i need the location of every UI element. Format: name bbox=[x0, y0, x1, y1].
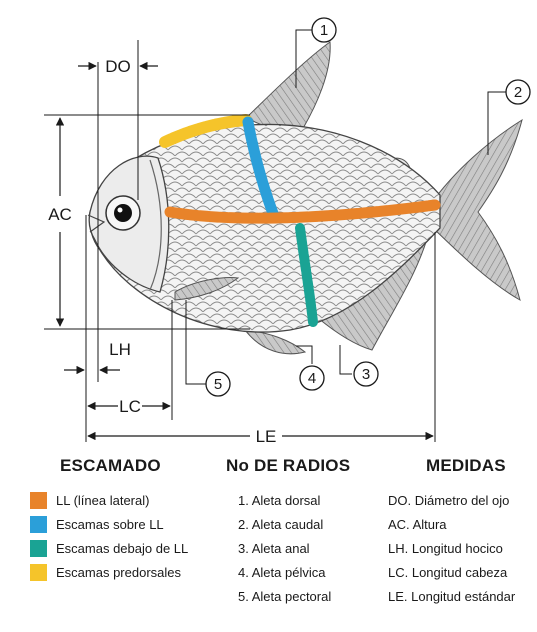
above-ll-swatch bbox=[30, 515, 47, 533]
lc-label: LC bbox=[119, 397, 141, 416]
radios-title: No DE RADIOS bbox=[226, 456, 351, 475]
legend-item: LL (línea lateral) bbox=[30, 488, 188, 512]
callout-1 bbox=[311, 17, 337, 43]
escamado-title: ESCAMADO bbox=[60, 456, 161, 475]
lh-label: LH bbox=[109, 340, 131, 359]
radios-legend: No DE RADIOS 1. Aleta dorsal 2. Aleta ca… bbox=[226, 456, 350, 608]
callout-2 bbox=[505, 79, 531, 105]
dorsal-fin bbox=[245, 41, 331, 141]
list-item: LC. Longitud cabeza bbox=[388, 564, 508, 580]
list-item: 3. Aleta anal bbox=[238, 540, 310, 556]
svg-text:2: 2 bbox=[514, 84, 522, 101]
predorsal-scales bbox=[159, 114, 252, 148]
scales-above-ll bbox=[242, 116, 280, 222]
escamado-legend: ESCAMADO LL (línea lateral) Escamas sobr… bbox=[30, 456, 188, 584]
list-item: DO. Diámetro del ojo bbox=[388, 492, 510, 508]
medidas-title: MEDIDAS bbox=[426, 456, 506, 475]
legend-item: Escamas predorsales bbox=[30, 560, 188, 584]
legend-item: Escamas sobre LL bbox=[30, 512, 188, 536]
svg-text:4: 4 bbox=[308, 370, 316, 387]
list-item: 1. Aleta dorsal bbox=[238, 492, 321, 508]
ac-label: AC bbox=[48, 205, 72, 224]
callout-4 bbox=[299, 365, 325, 391]
svg-text:5: 5 bbox=[214, 376, 222, 393]
le-label: LE bbox=[256, 427, 277, 446]
legend-item-label: LL (línea lateral) bbox=[56, 492, 150, 508]
do-label: DO bbox=[105, 57, 131, 76]
below-ll-swatch bbox=[30, 539, 47, 557]
list-item: 4. Aleta pélvica bbox=[238, 564, 326, 580]
legend-item-label: Escamas predorsales bbox=[56, 564, 181, 580]
caudal-fin bbox=[429, 118, 523, 302]
callout-5 bbox=[205, 371, 231, 397]
svg-text:1: 1 bbox=[320, 22, 328, 39]
legend-item: Escamas debajo de LL bbox=[30, 536, 188, 560]
list-item: 5. Aleta pectoral bbox=[238, 588, 332, 604]
callout-3 bbox=[353, 361, 379, 387]
list-item: LE. Longitud estándar bbox=[388, 588, 516, 604]
pelvic-fin bbox=[243, 329, 307, 355]
scales-below-ll bbox=[295, 223, 318, 327]
legend-item-label: Escamas sobre LL bbox=[56, 516, 164, 532]
legend: ESCAMADO LL (línea lateral) Escamas sobr… bbox=[0, 456, 537, 632]
lateral-line-swatch bbox=[30, 491, 47, 509]
lateral-line-scales bbox=[164, 199, 441, 224]
medidas-legend: MEDIDAS DO. Diámetro del ojo AC. Altura … bbox=[388, 456, 515, 608]
list-item: 2. Aleta caudal bbox=[238, 516, 324, 532]
predorsal-swatch bbox=[30, 563, 47, 581]
svg-text:3: 3 bbox=[362, 366, 370, 383]
list-item: LH. Longitud hocico bbox=[388, 540, 503, 556]
legend-item-label: Escamas debajo de LL bbox=[56, 540, 189, 556]
pectoral-fin bbox=[174, 277, 240, 301]
list-item: AC. Altura bbox=[388, 516, 447, 532]
fish-diagram: DO AC LH LC LE 1 2 3 4 5 bbox=[44, 17, 531, 446]
